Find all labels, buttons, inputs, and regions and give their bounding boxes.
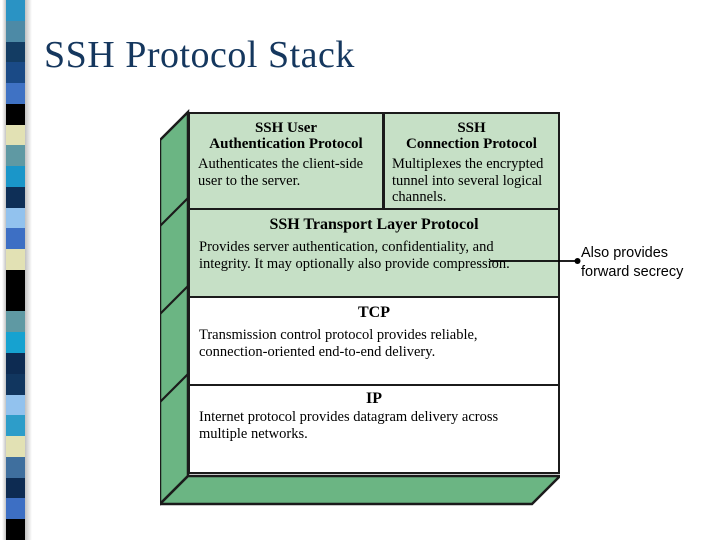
color-stripe: [6, 0, 25, 540]
layer-title-line1: SSH User: [254, 120, 318, 136]
stripe-segment: [6, 290, 25, 312]
callout-line-1: Also provides: [581, 245, 669, 261]
protocol-stack-diagram: SSH User Authentication Protocol Authent…: [160, 100, 560, 512]
stripe-segment: [6, 0, 25, 21]
stripe-segment: [6, 269, 25, 291]
layer-title-line1: SSH: [457, 120, 486, 136]
layer-description: Transmission control protocol provides r…: [199, 327, 478, 360]
stripe-segment: [6, 186, 25, 208]
stack-3d-faces: [160, 108, 560, 506]
stripe-segment: [6, 519, 25, 540]
stripe-segment: [6, 103, 25, 125]
stripe-segment: [6, 207, 25, 229]
stripe-segment: [6, 166, 25, 187]
stripe-segment: [6, 477, 25, 499]
stripe-segment: [6, 332, 25, 354]
layer-title: TCP: [358, 304, 390, 321]
stripe-segment: [6, 394, 25, 416]
callout-line-2: forward secrecy: [581, 263, 684, 280]
stripe-segment: [6, 20, 25, 42]
callout-label: Also provides forward secrecy: [581, 244, 713, 281]
layer-description: Provides server authentication, confiden…: [199, 239, 510, 272]
stripe-segment: [6, 83, 25, 104]
layer-title: SSH Transport Layer Protocol: [269, 216, 479, 233]
side-crease-1: [160, 197, 189, 227]
layer-title: SSH Connection Protocol: [392, 120, 551, 152]
callout-arrow-icon: [490, 258, 581, 264]
stripe-segment: [6, 228, 25, 250]
stripe-segment: [6, 353, 25, 374]
layer-title: IP: [366, 390, 382, 407]
bottom-face: [160, 474, 560, 506]
layer-ip[interactable]: IP Internet protocol provides datagram d…: [188, 384, 560, 474]
side-crease-3: [160, 373, 189, 403]
layer-tcp[interactable]: TCP Transmission control protocol provid…: [188, 296, 560, 386]
side-crease-2: [160, 285, 189, 315]
layer-ssh-connection-protocol[interactable]: SSH Connection Protocol Multiplexes the …: [383, 112, 560, 210]
left-decoration-bar: [2, 0, 32, 540]
stripe-segment: [6, 311, 25, 333]
stripe-segment: [6, 41, 25, 63]
stripe-segment: [6, 145, 25, 167]
layer-description: Authenticates the client-side user to th…: [198, 156, 364, 189]
layer-title: SSH User Authentication Protocol: [198, 120, 374, 152]
left-side-face: [160, 108, 190, 506]
stripe-segment: [6, 249, 25, 270]
stripe-segment: [6, 415, 25, 437]
stripe-shadow-left: [2, 0, 6, 540]
page-title: SSH Protocol Stack: [44, 34, 355, 76]
layer-ssh-user-authentication-protocol[interactable]: SSH User Authentication Protocol Authent…: [188, 112, 384, 210]
layer-description: Multiplexes the encrypted tunnel into se…: [392, 156, 544, 206]
stripe-segment: [6, 62, 25, 84]
stripe-segment: [6, 456, 25, 478]
layer-description: Internet protocol provides datagram deli…: [199, 409, 499, 442]
layer-title-line2: Authentication Protocol: [209, 136, 363, 153]
stripe-segment: [6, 124, 25, 146]
stripe-segment: [6, 498, 25, 520]
stripe-segment: [6, 436, 25, 457]
stripe-shadow-right: [25, 0, 32, 540]
layer-title-line2: Connection Protocol: [406, 136, 537, 153]
layer-ssh-transport-layer-protocol[interactable]: SSH Transport Layer Protocol Provides se…: [188, 208, 560, 298]
stripe-segment: [6, 373, 25, 395]
